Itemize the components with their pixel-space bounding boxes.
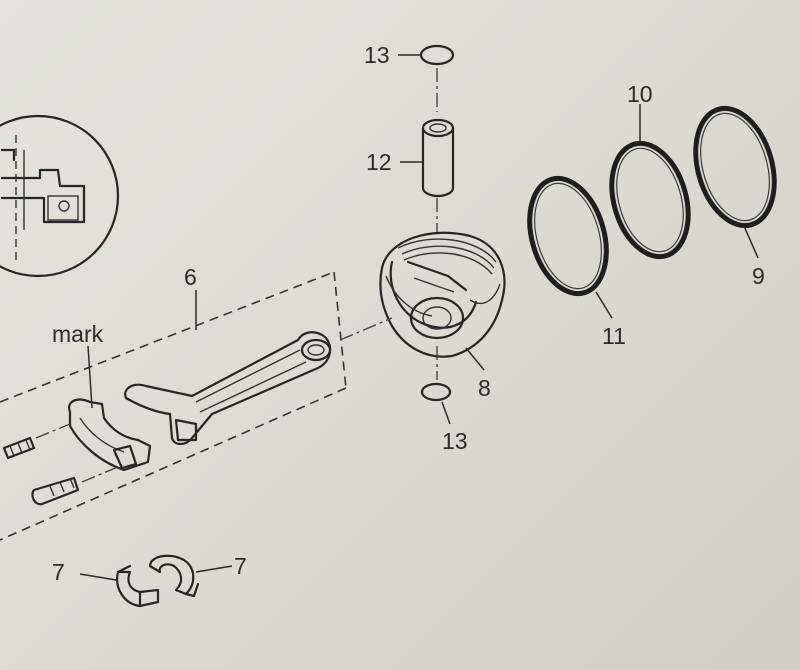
connecting-rod-assembly-box (0, 271, 393, 541)
label-8: 8 (478, 375, 491, 401)
label-12: 12 (366, 149, 392, 175)
label-13-top: 13 (364, 42, 390, 68)
piston-ring-11 (527, 175, 613, 319)
piston-ring-9 (693, 105, 777, 259)
rod-cap (68, 345, 152, 472)
label-7-left: 7 (52, 559, 65, 585)
label-6: 6 (184, 264, 197, 290)
label-7-right: 7 (234, 553, 247, 579)
connecting-rod (124, 331, 332, 446)
piston (379, 231, 506, 371)
label-13-bottom: 13 (442, 428, 468, 454)
label-10: 10 (627, 81, 653, 107)
snap-ring-top (398, 44, 455, 112)
rod-bolts (2, 423, 121, 506)
label-9: 9 (752, 263, 765, 289)
piston-pin (400, 118, 455, 232)
detail-inset (0, 114, 120, 278)
bearing-shells (79, 554, 233, 608)
label-11: 11 (602, 323, 626, 349)
label-mark: mark (52, 321, 104, 347)
snap-ring-bottom (420, 346, 452, 425)
piston-ring-10 (609, 104, 691, 260)
